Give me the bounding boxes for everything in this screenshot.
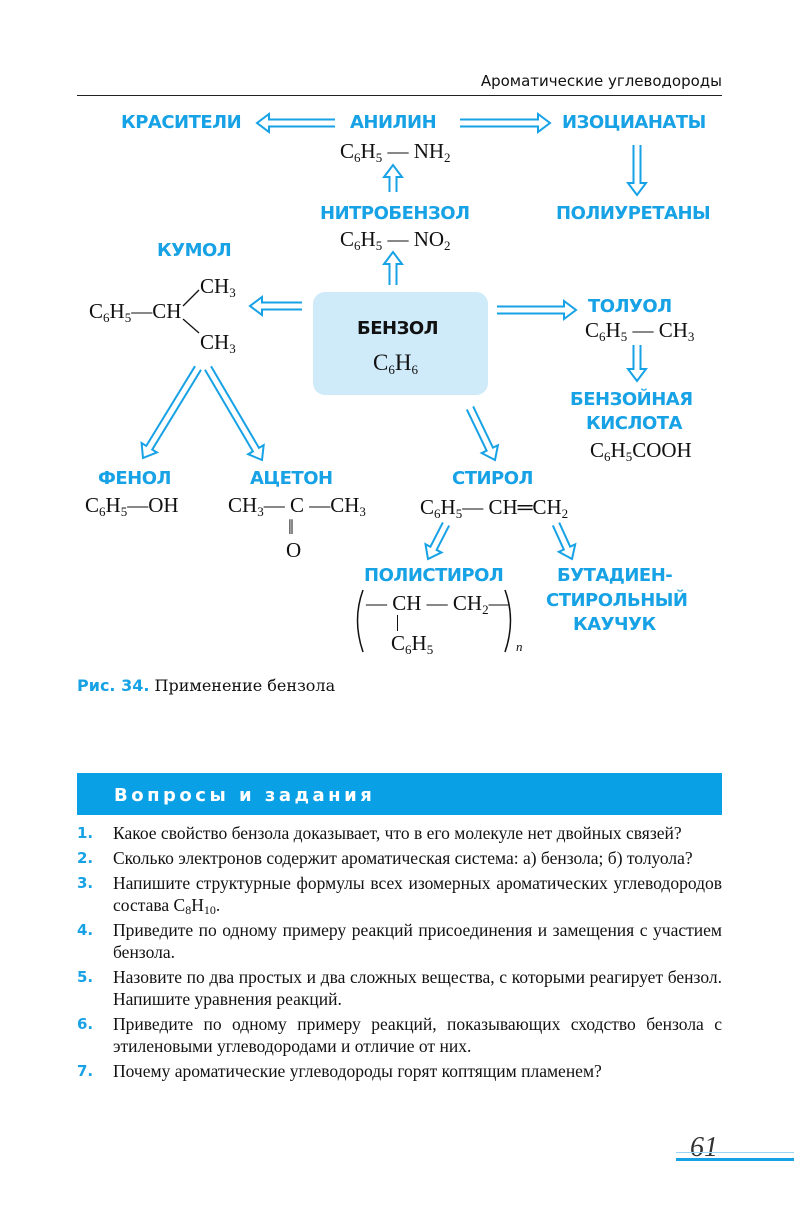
arrow-cumene-to-acetone (204, 365, 265, 462)
arrow-benzene-to-styrene (465, 406, 500, 462)
page-number-rule (676, 1158, 794, 1161)
cumene-bond-top (182, 289, 200, 307)
question-item: 3. Напишите структурные формулы всех изом… (77, 872, 722, 916)
rubber-label-2: СТИРОЛЬНЫЙ (546, 590, 688, 611)
question-number: 1. (77, 824, 94, 842)
running-head: Ароматические углеводороды (480, 72, 722, 90)
question-text: Сколько электронов содержит ароматическа… (113, 848, 693, 868)
arrow-aniline-to-isocyanates (460, 112, 552, 134)
acetone-formula: CH3— C —CH3 (228, 493, 366, 519)
aniline-label: АНИЛИН (350, 112, 437, 133)
isocyanates-label: ИЗОЦИАНАТЫ (562, 112, 706, 133)
page-number-rule-thin (676, 1152, 794, 1153)
bracket-left (356, 589, 364, 653)
question-text: Какое свойство бензола доказывает, что в… (113, 823, 682, 843)
arrow-benzene-to-toluene (497, 299, 578, 321)
question-number: 5. (77, 968, 94, 986)
question-number: 7. (77, 1062, 94, 1080)
benzene-label: БЕНЗОЛ (357, 318, 439, 339)
question-text: Приведите по одному примеру реакций, пок… (113, 1014, 722, 1056)
rubber-label-3: КАУЧУК (573, 614, 656, 635)
questions-header-bar (77, 773, 722, 815)
question-number: 6. (77, 1015, 94, 1033)
arrow-cumene-to-phenol (140, 365, 202, 460)
toluene-label: ТОЛУОЛ (588, 296, 672, 317)
question-text: Назовите по два простых и два сложных ве… (113, 967, 722, 1009)
question-text: Почему ароматические углеводороды горят … (113, 1061, 602, 1081)
question-item: 7. Почему ароматические углеводороды горя… (77, 1060, 722, 1082)
arrow-styrene-to-rubber (551, 522, 577, 561)
caption-number: Рис. 34. (77, 676, 150, 695)
cumene-label: КУМОЛ (157, 240, 232, 261)
nitrobenzene-label: НИТРОБЕНЗОЛ (320, 203, 470, 224)
acetone-label: АЦЕТОН (250, 468, 333, 489)
questions-title: Вопросы и задания (114, 785, 376, 806)
question-item: 4. Приведите по одному примеру реакций пр… (77, 919, 722, 963)
bracket-right (504, 589, 512, 653)
arrow-benzene-to-cumene (248, 295, 302, 317)
caption-text: Применение бензола (149, 676, 336, 695)
question-item: 2. Сколько электронов содержит ароматичес… (77, 847, 722, 869)
question-item: 6. Приведите по одному примеру реакций, п… (77, 1013, 722, 1057)
cumene-main: C6H5—CH (89, 299, 182, 325)
benzene-formula: C6H6 (373, 350, 418, 377)
dyes-label: КРАСИТЕЛИ (121, 112, 242, 133)
styrene-label: СТИРОЛ (452, 468, 534, 489)
question-number: 4. (77, 921, 94, 939)
phenol-label: ФЕНОЛ (98, 468, 171, 489)
question-item: 1. Какое свойство бензола доказывает, что… (77, 822, 722, 844)
cumene-bond-bottom (182, 318, 200, 334)
question-text: Приведите по одному примеру реакций прис… (113, 920, 722, 962)
arrow-aniline-to-dyes (255, 112, 335, 134)
figure-caption: Рис. 34. Применение бензола (77, 676, 335, 695)
benzene-box (313, 292, 488, 395)
question-item: 5. Назовите по два простых и два сложных … (77, 966, 722, 1010)
polystyrene-chain: — CH — CH2— (366, 591, 510, 617)
polymer-index: n (516, 639, 523, 654)
page-number: 61 (690, 1132, 718, 1163)
arrow-styrene-to-polystyrene (424, 521, 451, 561)
benzoic-formula: C6H5COOH (590, 438, 692, 464)
arrows-layer (140, 112, 648, 653)
aniline-formula: C6H5 — NH2 (340, 139, 451, 165)
cumene-ch3-top: CH3 (200, 274, 236, 300)
benzoic-label-1: БЕНЗОЙНАЯ (570, 389, 693, 410)
polystyrene-bond (397, 615, 398, 631)
question-text: Напишите структурные формулы всех изомер… (113, 873, 722, 917)
toluene-formula: C6H5 — CH3 (585, 318, 695, 344)
styrene-formula: C6H5— CH═CH2 (420, 495, 569, 521)
acetone-oxygen: O (286, 538, 302, 562)
header-rule (77, 95, 722, 96)
polyurethanes-label: ПОЛИУРЕТАНЫ (556, 203, 711, 224)
polystyrene-label: ПОЛИСТИРОЛ (364, 565, 504, 586)
questions-list: 1. Какое свойство бензола доказывает, что… (77, 822, 722, 1085)
phenol-formula: C6H5—OH (85, 493, 179, 519)
arrow-nitrobenzene-to-aniline (382, 163, 404, 192)
arrow-benzene-to-nitrobenzene (382, 250, 404, 285)
acetone-double-bond: ‖ (288, 515, 294, 539)
arrow-toluene-to-benzoic-acid (626, 345, 648, 383)
arrow-isocyanates-to-polyurethanes (626, 145, 648, 197)
question-number: 2. (77, 849, 94, 867)
cumene-ch3-bottom: CH3 (200, 330, 236, 356)
rubber-label-1: БУТАДИЕН- (557, 565, 673, 586)
nitrobenzene-formula: C6H5 — NO2 (340, 227, 451, 253)
benzoic-label-2: КИСЛОТА (586, 413, 682, 434)
polystyrene-side: C6H5 (391, 631, 434, 657)
question-number: 3. (77, 874, 94, 892)
